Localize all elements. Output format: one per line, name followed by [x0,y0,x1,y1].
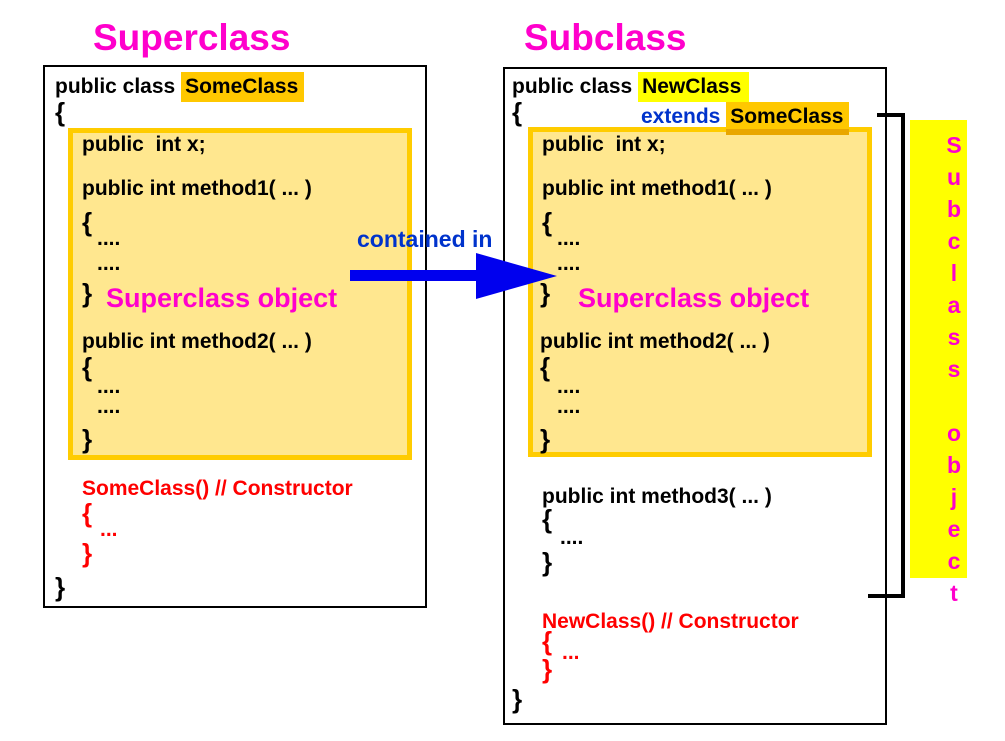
contained-in-arrow-head [476,253,557,299]
extends-superclass-highlight: SomeClass [726,102,850,135]
left-class-prefix: public class [55,75,182,98]
right-method1-dots-2: .... [557,252,581,275]
superclass-title: Superclass [93,17,291,58]
left-method1-open-brace: { [82,207,93,237]
bracket-bottom-tick [868,594,905,598]
left-method1-signature: public int method1( ... ) [82,177,312,200]
right-constructor-open-brace: { [542,626,553,656]
subclass-inherited-object-box [528,127,872,457]
right-class-close-brace: } [512,684,523,714]
left-constructor-dots: ... [100,518,118,541]
right-method3-close-brace: } [542,547,553,577]
right-method2-open-brace: { [540,352,551,382]
left-constructor-open-brace: { [82,498,93,528]
right-method2-dots-2: .... [557,395,581,418]
right-class-name-highlight: NewClass [638,72,750,102]
left-method2-close-brace: } [82,424,93,454]
left-field-x: public int x; [82,133,206,156]
left-superclass-object-label: Superclass object [106,283,338,313]
right-method2-signature: public int method2( ... ) [540,330,770,353]
left-method1-dots-1: .... [97,227,121,250]
subclass-title: Subclass [524,17,687,58]
left-class-close-brace: } [55,572,66,602]
right-method2-close-brace: } [540,424,551,454]
left-method2-signature: public int method2( ... ) [82,330,312,353]
right-extends-clause: extends SomeClass [641,102,850,135]
right-method1-signature: public int method1( ... ) [542,177,772,200]
left-method2-open-brace: { [82,352,93,382]
left-constructor-close-brace: } [82,538,93,568]
contained-in-label: contained in [357,226,493,252]
contained-in-arrow-shaft [350,270,478,281]
left-method1-close-brace: } [82,278,93,308]
extends-keyword: extends [641,105,721,128]
right-class-prefix: public class [512,75,639,98]
right-superclass-object-label: Superclass object [578,283,810,313]
right-class-declaration: public class NewClass [512,72,750,102]
left-method1-dots-2: .... [97,252,121,275]
right-method3-signature: public int method3( ... ) [542,485,772,508]
right-field-x: public int x; [542,133,666,156]
right-method1-open-brace: { [542,207,553,237]
left-class-open-brace: { [55,97,66,127]
right-class-open-brace: { [512,97,523,127]
right-constructor-close-brace: } [542,654,553,684]
left-class-declaration: public class SomeClass [55,72,305,102]
right-method3-dots: .... [560,526,584,549]
left-class-name-highlight: SomeClass [181,72,305,102]
bracket-vertical-line [901,113,905,598]
bracket-top-tick [877,113,905,117]
left-method2-dots-1: .... [97,375,121,398]
right-method2-dots-1: .... [557,375,581,398]
right-constructor-dots: ... [562,641,580,664]
superclass-object-box [68,128,412,460]
right-constructor-signature: NewClass() // Constructor [542,610,799,633]
left-constructor-signature: SomeClass() // Constructor [82,477,353,500]
subclass-object-side-label: Subclass object [910,120,967,612]
right-method3-open-brace: { [542,504,553,534]
right-method1-dots-1: .... [557,227,581,250]
left-method2-dots-2: .... [97,395,121,418]
